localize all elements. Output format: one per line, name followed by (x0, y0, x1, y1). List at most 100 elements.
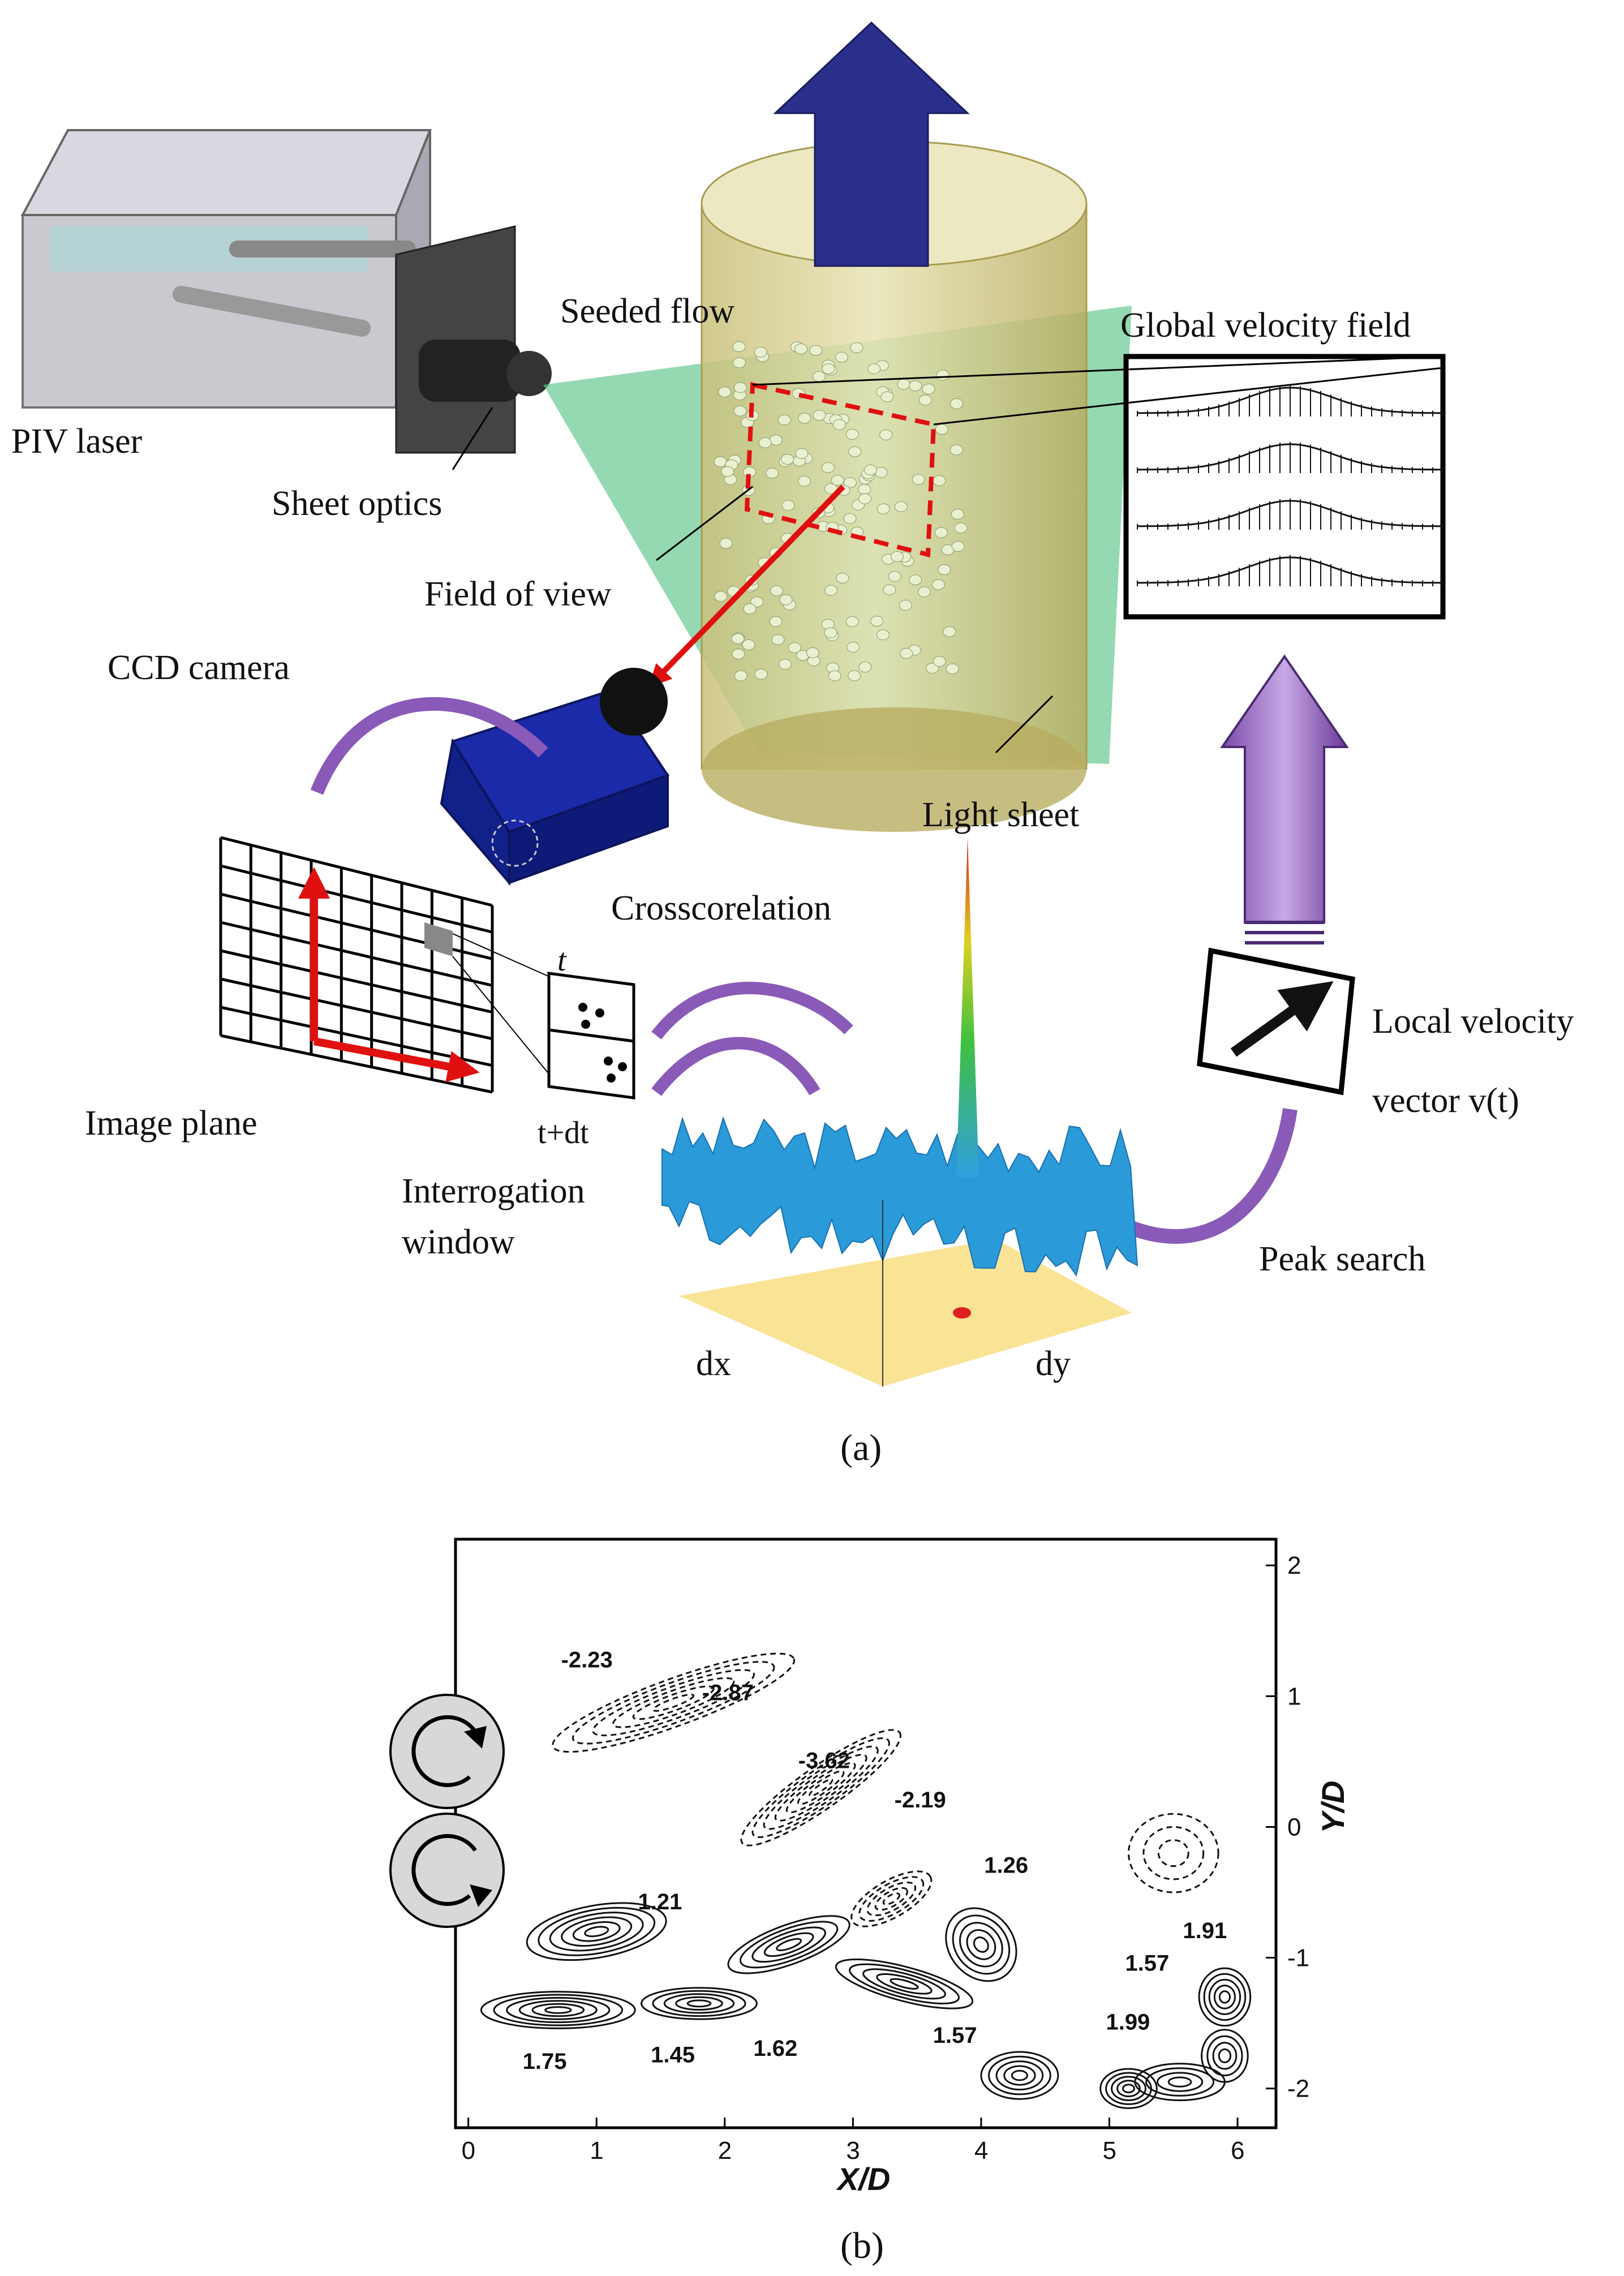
seed-particle (899, 600, 912, 611)
seed-particle (743, 603, 757, 615)
seed-particle (946, 663, 959, 675)
contour-line (641, 1987, 758, 2020)
seed-particle (714, 456, 727, 467)
grid-line (220, 864, 493, 934)
contour-line (1218, 1990, 1231, 2004)
contour-line (1213, 1985, 1236, 2009)
velocity-profile (1137, 500, 1443, 527)
contour-value-label: 1.91 (1183, 1918, 1227, 1943)
seed-particle (731, 633, 745, 645)
contour-value-label: -2.19 (895, 1788, 946, 1813)
seed-particle (879, 430, 893, 440)
interrogation-window (547, 972, 635, 1100)
contour-value-label: 1.45 (651, 2042, 695, 2067)
seed-particle (943, 626, 956, 637)
field-of-view-box (744, 382, 936, 558)
contour-line (663, 1993, 735, 2014)
contour-line (480, 1991, 636, 2029)
seed-particle (909, 380, 922, 392)
seed-particle (733, 357, 746, 368)
seed-particle (848, 670, 861, 681)
seed-particle (777, 414, 791, 426)
contour-line (835, 1958, 974, 2009)
contour-line (740, 1729, 901, 1846)
local-velocity-box (1197, 947, 1355, 1096)
time-t-label: t (557, 943, 567, 978)
contour-line (751, 1737, 890, 1839)
y-tick-label: 1 (1287, 1682, 1301, 1710)
seed-particle (719, 538, 733, 549)
seed-particle (795, 448, 809, 459)
sheet-optics-label: Sheet optics (272, 484, 442, 523)
contour-line (774, 1754, 867, 1822)
contour-line (531, 2003, 585, 2017)
crosscorrelation-arrow-2 (651, 1037, 820, 1096)
seed-particle (950, 444, 963, 456)
contour-line (549, 1912, 644, 1952)
contour-line (1142, 1826, 1205, 1880)
x-tick-label: 5 (1102, 2137, 1116, 2165)
seed-particle (813, 371, 826, 382)
contour-value-label: 1.26 (984, 1853, 1028, 1878)
contour-line (1201, 2029, 1249, 2083)
contour-line (686, 1999, 712, 2008)
seed-particle (781, 454, 794, 465)
seed-particle (926, 663, 939, 674)
seed-particle (806, 647, 819, 658)
seed-particle (858, 484, 871, 495)
seed-particle (778, 659, 792, 670)
seed-particle (935, 424, 948, 435)
seed-particle (870, 616, 883, 627)
contour-value-label: -3.62 (798, 1748, 850, 1773)
contour-value-label: 1.75 (523, 2049, 567, 2074)
contour-line (592, 1669, 755, 1737)
seed-particle (936, 370, 950, 381)
contour-value-label: 1.57 (933, 2023, 977, 2048)
seed-particle (934, 527, 948, 538)
y-tick-label: -2 (1287, 2075, 1309, 2103)
panel-b-caption: (b) (840, 2225, 884, 2266)
seed-particle (766, 467, 779, 479)
grid-line (220, 921, 493, 987)
seed-particle (847, 642, 860, 653)
contour-line (493, 1994, 624, 2026)
seed-particle (821, 462, 835, 473)
y-axis-title: Y/D (1315, 1781, 1351, 1833)
global-velocity-field-box (752, 354, 1446, 620)
seed-particle (771, 634, 785, 645)
contour-line (1122, 2084, 1135, 2094)
peak-search-label: Peak search (1259, 1240, 1425, 1278)
seed-particles (714, 341, 968, 681)
contour-line (882, 1892, 900, 1905)
contour-line (675, 1996, 723, 2011)
seed-particle (912, 474, 925, 485)
x-axis-title: X/D (836, 2161, 890, 2197)
seed-particle (858, 493, 871, 504)
light-sheet-pointer (995, 695, 1054, 754)
contour-line (866, 1881, 917, 1917)
contour-line (848, 1963, 960, 2004)
contour-line (1198, 1967, 1252, 2027)
contour-value-label: 1.62 (753, 2036, 797, 2061)
contour-line (1206, 2035, 1243, 2077)
piv-laser-label: PIV laser (11, 422, 143, 461)
seed-particle (832, 419, 846, 430)
seed-particle (794, 343, 807, 354)
piv-laser-box-icon (20, 129, 552, 454)
seed-particle (922, 383, 935, 394)
seed-particle (897, 379, 910, 390)
seed-particle (883, 584, 896, 595)
crosscorrelation-arrow-1 (651, 981, 853, 1040)
seed-particle (732, 649, 745, 660)
seed-particle (843, 477, 857, 488)
camera-view-arrow (648, 484, 845, 688)
contour-line (632, 1685, 715, 1720)
contour-line (612, 1677, 735, 1728)
contour-line (739, 1921, 839, 1969)
seed-particle (858, 662, 872, 673)
seed-particle (845, 616, 859, 627)
contour-line (561, 1916, 633, 1947)
seed-particle (822, 363, 835, 375)
contour-line (1145, 2067, 1215, 2097)
